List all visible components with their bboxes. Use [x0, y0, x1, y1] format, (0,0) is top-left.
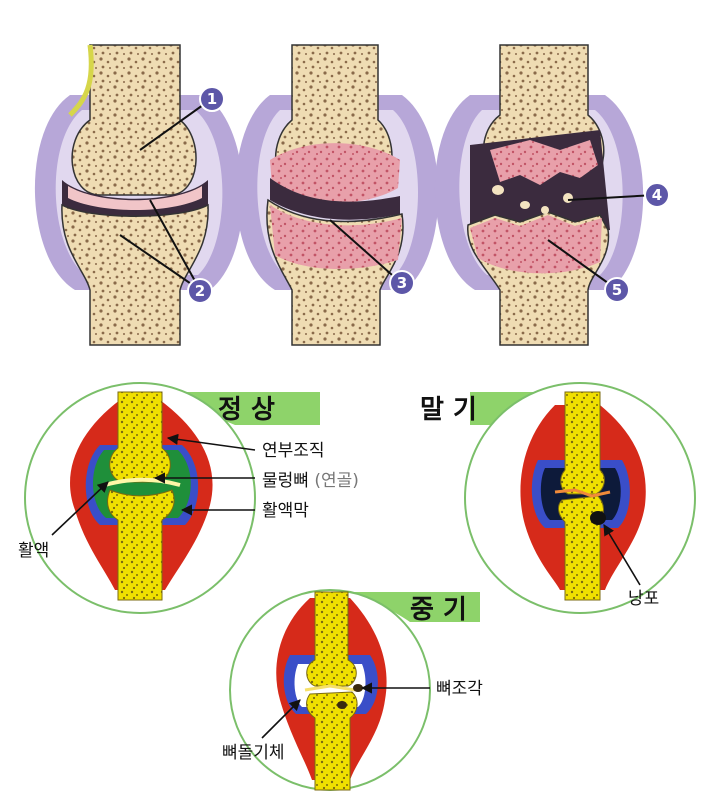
top-callouts: 1 2 3 4 5: [119, 86, 670, 304]
fissure: [304, 684, 356, 692]
fissure: [554, 488, 611, 498]
pointer-soft-tissue: [166, 433, 256, 451]
label-cartilage: 물렁뼈 (연골): [262, 471, 359, 491]
label-cartilage-paren: (연골): [314, 471, 359, 491]
joint-gap: [270, 178, 400, 220]
cyst-mark: [590, 511, 606, 525]
label-synovial-fluid: 활액: [18, 541, 49, 561]
callout-badge-1: 1: [199, 86, 225, 112]
stage-late: 말 기 낭포: [420, 382, 696, 614]
callout-line-3: [329, 219, 401, 283]
upper-yellow-bone: [109, 391, 171, 483]
bone-shading: [68, 44, 94, 117]
stage-title-late: 말 기: [420, 395, 477, 425]
callout-number: 3: [397, 274, 407, 292]
callout-badge-5: 5: [604, 277, 630, 303]
upper-damage: [270, 143, 400, 203]
callout-number: 4: [652, 186, 662, 204]
upper-yellow-bone: [306, 591, 357, 687]
bone-chip: [492, 185, 504, 195]
stage-header-band: [345, 592, 480, 622]
callout-line-1: [139, 99, 211, 151]
osteophyte-mark: [337, 701, 347, 709]
stage-normal: 정 상 연부조직 물렁뼈 (연골) 활액막 활액: [18, 382, 359, 614]
label-soft-tissue: 연부조직: [262, 441, 325, 461]
callout-line-2b: [119, 234, 201, 291]
stage-title-normal: 정 상: [218, 395, 275, 425]
lower-yellow-bone: [107, 489, 175, 601]
bone-fragment-mark: [353, 684, 363, 692]
upper-yellow-bone: [560, 391, 605, 495]
label-bone-fragment: 뼈조각: [436, 679, 483, 699]
lower-yellow-bone: [306, 691, 358, 791]
bone-chip: [563, 193, 573, 203]
bone-chip: [541, 206, 549, 214]
callout-badge-2: 2: [187, 278, 213, 304]
label-synovium: 활액막: [262, 501, 309, 521]
cartilage: [68, 186, 202, 210]
top-joint-late: [434, 44, 644, 346]
callout-badge-4: 4: [644, 182, 670, 208]
lower-bone: [61, 203, 209, 346]
top-joint-normal: [34, 44, 244, 346]
label-cyst: 낭포: [628, 589, 659, 609]
callout-number: 2: [195, 282, 205, 300]
callout-badge-3: 3: [389, 270, 415, 296]
upper-bone: [71, 44, 197, 196]
callout-line-2a: [149, 199, 201, 291]
stage-title-middle: 중 기: [410, 595, 467, 625]
callout-line-4: [567, 194, 656, 201]
callout-number: 5: [612, 281, 622, 299]
lower-damage: [470, 215, 602, 274]
callout-number: 1: [207, 90, 217, 108]
stage-middle: 중 기 뼈조각 뼈돌기체: [222, 589, 483, 791]
lower-damage: [270, 205, 402, 270]
bone-chip: [520, 201, 530, 209]
top-joint-early: [235, 44, 439, 346]
pointer-synovial-fluid: [51, 481, 109, 536]
upper-damage: [490, 140, 598, 185]
joint-gap: [62, 180, 208, 217]
pointer-osteophyte: [261, 699, 301, 739]
callout-line-5: [547, 239, 616, 289]
label-cartilage-main: 물렁뼈: [262, 471, 309, 491]
joint-highlight: [104, 477, 181, 487]
label-osteophyte: 뼈돌기체: [222, 743, 285, 763]
pointer-cyst: [603, 524, 641, 586]
